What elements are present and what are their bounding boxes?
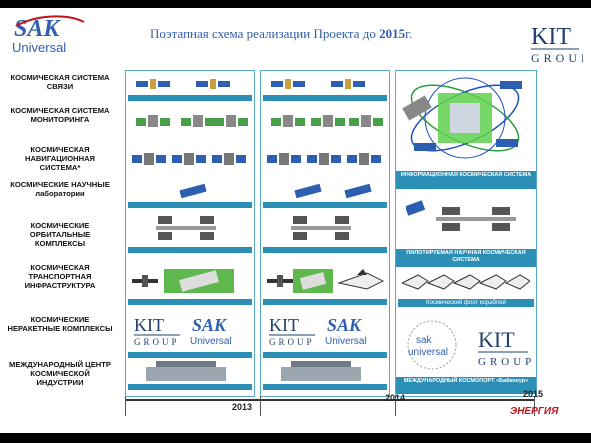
- slide: SAK Universal Поэтапная схема реализации…: [0, 8, 591, 433]
- svg-text:KIT: KIT: [478, 327, 515, 352]
- info-system-illustration: [402, 77, 522, 159]
- sak-universal-globe-logo: sak universal: [407, 320, 457, 370]
- soyuz-icon: [132, 275, 158, 287]
- satellite-icon: [331, 79, 365, 89]
- svg-text:Universal: Universal: [190, 336, 232, 347]
- satellite-icon: [136, 115, 170, 127]
- energia-logo: ЭНЕРГИЯ: [510, 406, 559, 417]
- timeline-tick: [534, 396, 535, 416]
- bar-row6: [263, 299, 387, 305]
- kit-group-logo-small: KIT GROUP: [134, 315, 180, 347]
- info-system-banner: ИНФОРМАЦИОННАЯ КОСМИЧЕСКАЯ СИСТЕМА: [396, 171, 536, 189]
- satellite-icon: [344, 183, 372, 199]
- piloted-system-illustration: [406, 200, 516, 231]
- bar-row7: [128, 352, 252, 358]
- row-label-nonrocket: КОСМИЧЕСКИЕ НЕРАКЕТНЫЕ КОМПЛЕКСЫ: [7, 315, 113, 333]
- spaceplane-icon: [337, 269, 385, 290]
- satellite-icon: [267, 153, 301, 165]
- row-label-communication: КОСМИЧЕСКАЯ СИСТЕМА СВЯЗИ: [10, 73, 110, 91]
- satellite-icon: [132, 153, 166, 165]
- soyuz-icon: [267, 275, 293, 287]
- kit-group-logo-small: KIT GROUP: [269, 315, 315, 347]
- svg-text:SAK: SAK: [327, 315, 363, 335]
- satellite-icon: [307, 153, 341, 165]
- svg-text:Universal: Universal: [325, 336, 367, 347]
- svg-text:GROUP: GROUP: [134, 337, 180, 347]
- building-icon: [281, 361, 361, 381]
- column-2015: ИНФОРМАЦИОННАЯ КОСМИЧЕСКАЯ СИСТЕМА ПИЛОТ…: [395, 70, 537, 397]
- transport-module-icon: [293, 269, 333, 293]
- satellite-icon: [196, 79, 230, 89]
- satellite-icon: [347, 153, 381, 165]
- bar-row1: [263, 95, 387, 101]
- timeline-tick: [260, 396, 261, 416]
- satellite-icon: [136, 79, 170, 89]
- kit-group-logo: KIT GROUP: [531, 24, 583, 65]
- year-2013: 2013: [232, 402, 253, 412]
- bar-row5: [128, 247, 252, 253]
- satellite-icon: [172, 153, 206, 165]
- svg-text:KIT: KIT: [134, 315, 164, 335]
- svg-text:KIT: KIT: [269, 315, 299, 335]
- satellite-icon: [294, 183, 322, 199]
- satellite-icon: [271, 79, 305, 89]
- bar-row6: [128, 299, 252, 305]
- row-label-transport: КОСМИЧЕСКАЯ ТРАНСПОРТНАЯ ИНФРАСТРУКТУРА: [24, 263, 96, 290]
- svg-text:SAK: SAK: [192, 315, 228, 335]
- row-label-orbital: КОСМИЧЕСКИЕ ОРБИТАЛЬНЫЕ КОМПЛЕКСЫ: [29, 221, 91, 248]
- timeline-tick: [395, 396, 396, 416]
- svg-text:GROUP: GROUP: [531, 51, 583, 65]
- svg-text:Universal: Universal: [12, 40, 66, 55]
- bar-row5: [263, 247, 387, 253]
- satellite-icon: [212, 153, 246, 165]
- bar-row4: [128, 202, 252, 208]
- timeline-tick: [125, 396, 126, 416]
- spaceship-fleet-illustration: [402, 274, 530, 290]
- satellite-icon: [349, 115, 383, 127]
- cosmodrome-banner: МЕЖДУНАРОДНЫЙ КОСМОПОРТ «Байконур»: [396, 377, 536, 394]
- svg-text:SAK: SAK: [14, 16, 61, 42]
- year-2014: 2014: [385, 393, 406, 403]
- satellite-icon: [181, 115, 215, 127]
- row-label-navigation: КОСМИЧЕСКАЯ НАВИГАЦИОННАЯ СИСТЕМА*: [24, 145, 96, 172]
- row-label-monitoring: КОСМИЧЕСКАЯ СИСТЕМА МОНИТОРИНГА: [10, 106, 110, 124]
- transport-module-icon: [164, 269, 234, 293]
- bar-row7: [263, 352, 387, 358]
- satellite-icon: [214, 115, 248, 127]
- bar-row4: [263, 202, 387, 208]
- satellite-icon: [179, 183, 207, 199]
- piloted-system-banner: ПИЛОТИРУЕМАЯ НАУЧНАЯ КОСМИЧЕСКАЯ СИСТЕМА: [396, 249, 536, 267]
- svg-text:KIT: KIT: [531, 24, 571, 50]
- bar-row8: [263, 384, 387, 390]
- orbital-station-icon: [291, 216, 351, 240]
- svg-text:universal: universal: [408, 347, 448, 358]
- sak-universal-logo: SAK Universal: [12, 15, 85, 55]
- satellite-icon: [311, 115, 345, 127]
- svg-text:GROUP: GROUP: [269, 337, 315, 347]
- kit-group-logo-large: KIT GROUP: [478, 327, 532, 368]
- svg-text:sak: sak: [416, 335, 433, 346]
- year-2015: 2015: [523, 389, 544, 399]
- row-label-intl-center: МЕЖДУНАРОДНЫЙ ЦЕНТР КОСМИЧЕСКОЙ ИНДУСТРИ…: [9, 360, 111, 387]
- bar-row1: [128, 95, 252, 101]
- timeline-axis: [125, 399, 535, 401]
- orbital-station-icon: [156, 216, 216, 240]
- building-icon: [146, 361, 226, 381]
- bar-row8: [128, 384, 252, 390]
- satellite-icon: [271, 115, 305, 127]
- row-label-science-labs: КОСМИЧЕСКИЕ НАУЧНЫЕ лаборатории: [10, 180, 110, 198]
- svg-text:GROUP: GROUP: [478, 356, 532, 368]
- fleet-banner: Космический флот кораблей: [398, 299, 534, 307]
- page-title: Поэтапная схема реализации Проекта до 20…: [150, 26, 413, 41]
